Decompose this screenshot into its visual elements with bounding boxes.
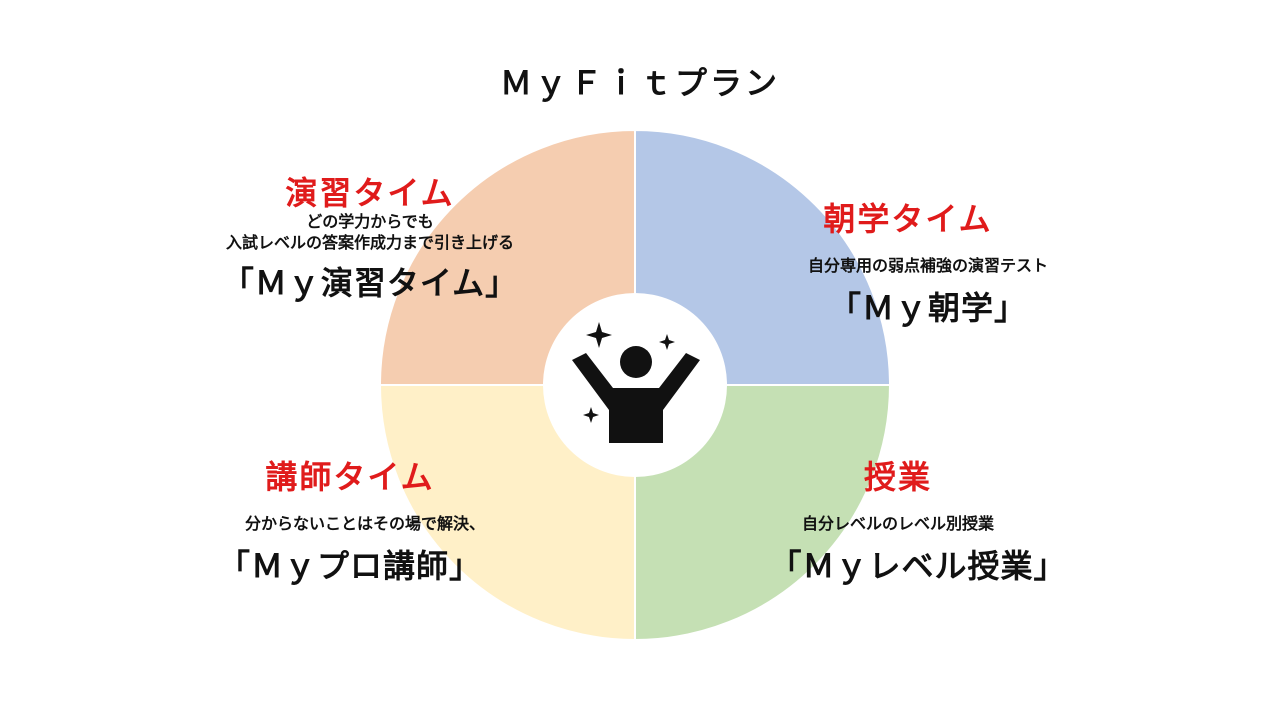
quadrant-heading-instructor: 講師タイム <box>265 458 435 496</box>
quadrant-description-practice-line1: どの学力からでも <box>306 212 434 231</box>
quadrant-title-lesson: 「Ｍｙレベル授業」 <box>769 547 1067 585</box>
person-cheering-icon <box>572 322 700 443</box>
quadrant-heading-lesson: 授業 <box>863 458 932 496</box>
page-title: ＭｙＦｉｔプラン <box>499 64 780 102</box>
quadrant-title-morning: 「Ｍｙ朝学」 <box>828 289 1027 327</box>
center-circle <box>543 293 727 477</box>
quadrant-description-morning: 自分専用の弱点補強の演習テスト <box>807 256 1048 275</box>
quadrant-description-lesson: 自分レベルのレベル別授業 <box>801 514 994 533</box>
quadrant-description-practice-line2: 入試レベルの答案作成力まで引き上げる <box>225 233 514 252</box>
quadrant-title-practice: 「Ｍｙ演習タイム」 <box>221 264 519 302</box>
quadrant-heading-practice: 演習タイム <box>285 174 455 212</box>
quadrant-description-instructor: 分からないことはその場で解決、 <box>244 514 485 533</box>
quadrant-heading-morning: 朝学タイム <box>823 200 993 238</box>
quadrant-title-instructor: 「Ｍｙプロ講師」 <box>217 547 482 585</box>
